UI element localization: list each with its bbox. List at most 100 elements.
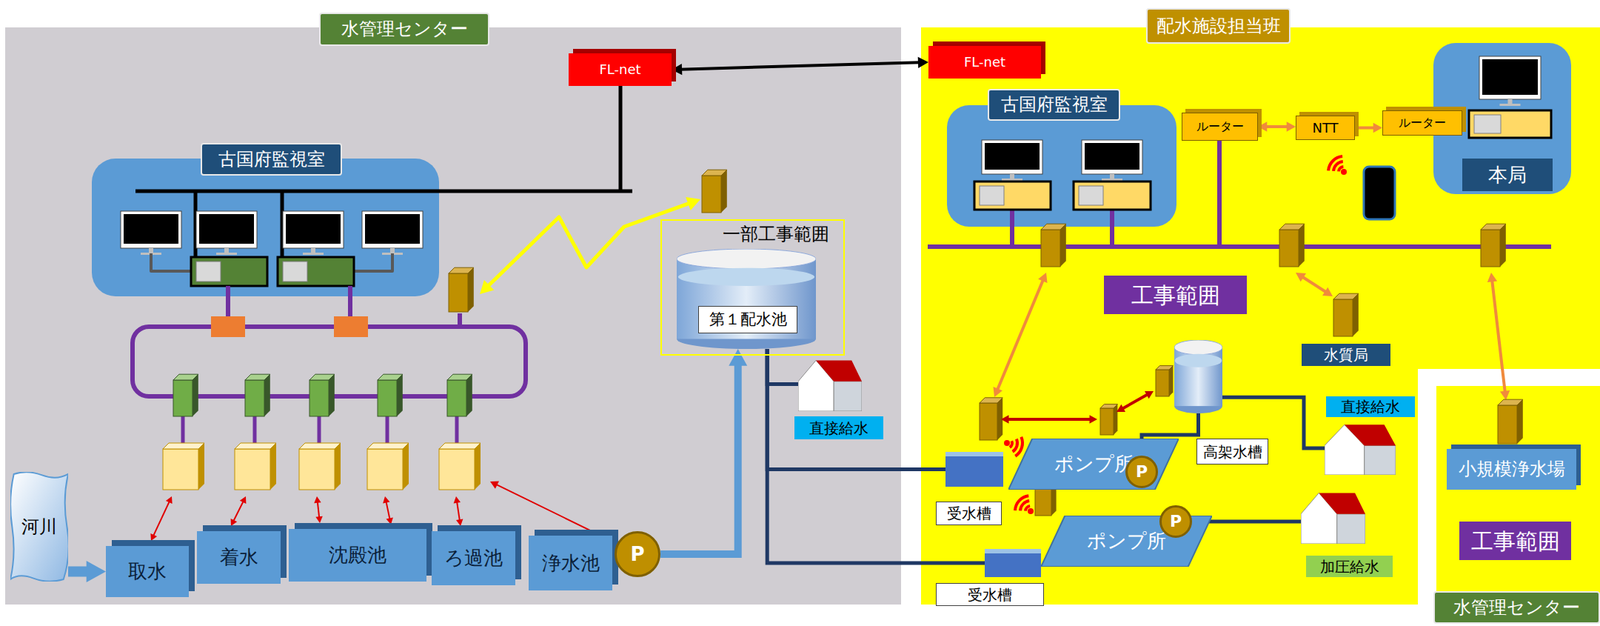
arrow-head <box>490 480 500 488</box>
house-shape <box>798 356 862 411</box>
connector-line <box>1354 126 1375 130</box>
group-box: 水管理センターFL-net古国府監視室一部工事範囲第１配水池直接給水河川取水着水… <box>5 27 902 605</box>
io-module <box>467 267 474 312</box>
signal-arrow <box>456 501 460 521</box>
field-device <box>439 448 475 490</box>
remote-io <box>309 379 329 417</box>
node-label: ルーター <box>1196 119 1244 134</box>
panel-fill <box>91 158 440 297</box>
io-module <box>1035 488 1052 516</box>
node-label: 浄水池 <box>541 552 600 574</box>
node-label: ポンプ所 <box>1086 530 1167 552</box>
arrow-head <box>1144 390 1154 399</box>
signal-arrow <box>317 501 320 518</box>
io-module <box>1517 399 1523 444</box>
region-gap <box>1417 368 1600 626</box>
cable <box>151 253 192 271</box>
process-box: 小規模浄水場 <box>1446 448 1577 490</box>
house-side <box>833 381 862 411</box>
arrow-head <box>165 496 173 504</box>
house-roof <box>1344 424 1396 445</box>
field-device <box>162 448 199 490</box>
monitor-screen <box>285 213 341 244</box>
io-module <box>1155 369 1170 397</box>
pump-station-shape <box>1008 438 1179 490</box>
controller-slot <box>282 261 308 282</box>
controller <box>974 181 1051 210</box>
io-module <box>1113 404 1118 435</box>
remote-io <box>377 379 397 417</box>
field-device <box>234 442 277 449</box>
arrow-head <box>1038 272 1047 283</box>
monitor-stand <box>216 252 237 255</box>
arrow-head <box>728 348 748 366</box>
process-box: 工事範囲 <box>1103 275 1247 314</box>
node-label: ポンプ所 <box>1054 453 1134 475</box>
radio-wave <box>1020 500 1030 511</box>
signal-arrow <box>233 500 244 521</box>
house-node: 加圧給水 <box>1300 489 1366 544</box>
field-device <box>439 442 481 449</box>
monitor-stand <box>148 248 154 254</box>
tank-body <box>1174 347 1223 406</box>
radio-wave <box>1015 436 1023 457</box>
monitor-screen <box>1482 59 1538 95</box>
monitor <box>282 211 344 249</box>
house-shape <box>1324 421 1396 475</box>
monitor-stand <box>1508 99 1513 105</box>
network-line <box>1009 209 1015 247</box>
controller <box>1073 181 1151 210</box>
node-label: 配水施設担当班 <box>1146 8 1291 44</box>
process-box: FL-net <box>928 45 1041 79</box>
field-device <box>198 442 205 490</box>
process-box: NTT <box>1295 115 1355 140</box>
process-box: ルーター <box>1382 110 1463 136</box>
connector <box>1354 122 1383 133</box>
group-box: 古国府監視室 <box>91 158 440 297</box>
node-label: 受水槽 <box>935 501 1002 525</box>
arrow-head <box>918 57 929 69</box>
connector <box>671 57 929 76</box>
io-module <box>1480 229 1501 267</box>
network-bus <box>618 85 623 192</box>
cyl-shape <box>1174 339 1223 414</box>
switch <box>333 316 368 337</box>
node-label: 直接給水 <box>794 416 884 440</box>
cyl-node: 第１配水池 <box>676 248 816 349</box>
connector <box>660 348 748 554</box>
process-box: FL-net <box>568 53 672 86</box>
monitor <box>1081 139 1143 174</box>
io-module <box>1100 407 1114 435</box>
link-arrow <box>1491 279 1506 394</box>
remote-io <box>396 373 403 417</box>
node-label: 工事範囲 <box>1131 282 1221 308</box>
process-box: 取水 <box>105 545 189 597</box>
radio-wave <box>1328 156 1343 171</box>
controller-slot <box>1474 114 1501 134</box>
node-label: 受水槽 <box>935 582 1044 606</box>
node-label: 沈殿池 <box>328 544 387 566</box>
process-box: 沈殿池 <box>288 528 427 582</box>
arrow-head <box>231 518 238 526</box>
tank-body <box>676 259 816 340</box>
group-box: 古国府監視室 <box>946 105 1177 227</box>
node-label: 小規模浄水場 <box>1458 459 1566 479</box>
arrow-head <box>315 516 323 523</box>
network-line <box>1109 209 1115 247</box>
process-box: P <box>614 530 661 577</box>
river-shape <box>10 471 69 581</box>
signal-arrow <box>385 501 390 520</box>
arrow-head <box>456 519 463 526</box>
radio-wave <box>1333 161 1344 172</box>
process-box: 着水 <box>196 530 281 584</box>
radio-link <box>1006 417 1091 421</box>
node-label: 水質局 <box>1323 346 1369 363</box>
node-label: 河川 <box>21 516 58 537</box>
radio-wave <box>1012 439 1018 452</box>
remote-io <box>466 373 473 417</box>
house-roof <box>1318 492 1366 514</box>
monitor <box>196 211 257 249</box>
tank-top <box>676 248 816 269</box>
monitor-stand <box>1500 103 1521 106</box>
connector <box>767 348 946 470</box>
